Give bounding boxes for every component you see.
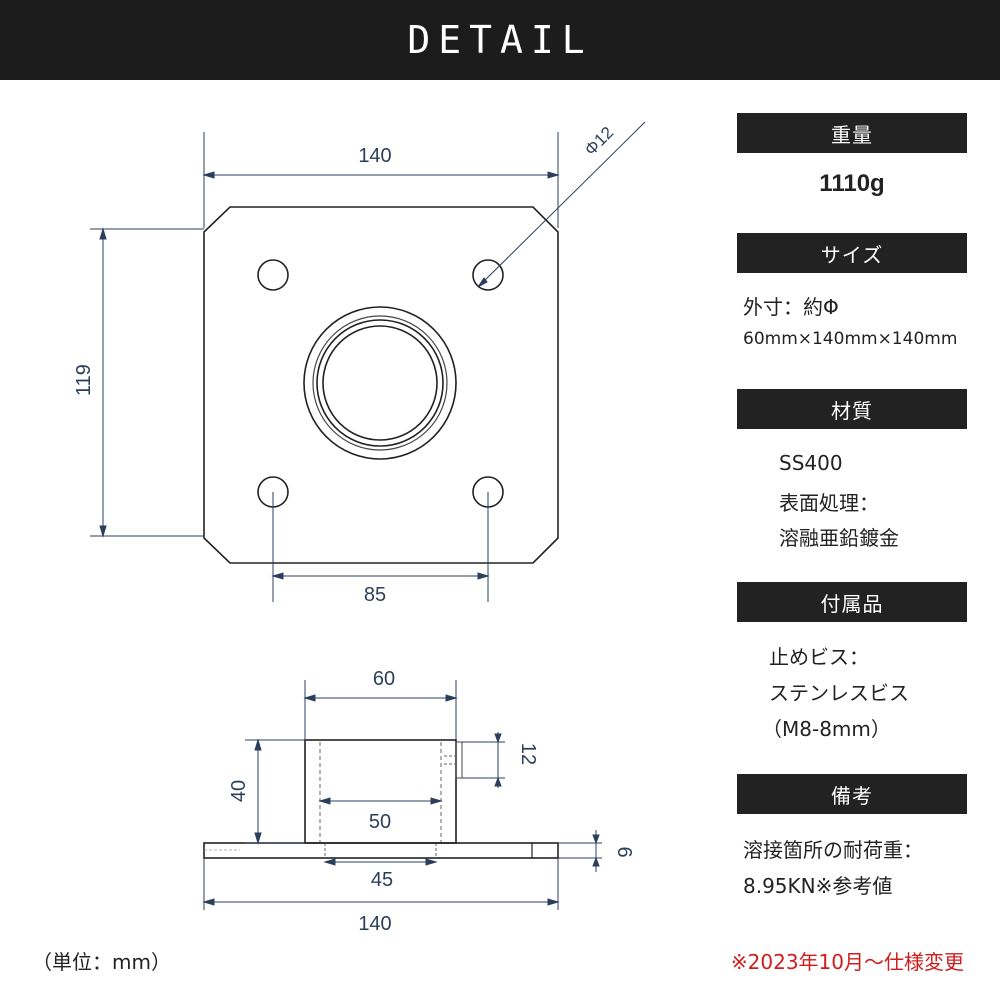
page-title: DETAIL [407, 18, 593, 62]
page-header: DETAIL [0, 0, 1000, 80]
unit-label: （単位：mm） [32, 950, 171, 974]
dim-top-width: 140 [358, 145, 391, 167]
dim-base-span: 45 [371, 869, 393, 891]
set-screw-boss [455, 741, 463, 779]
dim-hole-spacing: 85 [364, 584, 386, 606]
accessories-line2: ステンレスビス [769, 681, 909, 705]
notes-heading: 備考 [737, 774, 967, 814]
accessories-heading: 付属品 [737, 582, 967, 622]
technical-drawing: 140 119 85 Φ12 [73, 121, 646, 935]
size-line2: 60mm×140mm×140mm [743, 329, 958, 349]
side-view: 60 50 45 140 40 12 6 [202, 668, 635, 935]
bolt-hole [257, 259, 289, 291]
material-heading: 材質 [737, 389, 967, 429]
top-view: 140 119 85 Φ12 [73, 121, 646, 606]
dim-top-height: 119 [73, 364, 95, 396]
bolt-hole [472, 259, 504, 291]
size-heading: サイズ [737, 233, 967, 273]
material-line1: SS400 [779, 451, 843, 475]
pipe-outer-wall [316, 319, 444, 447]
base-plate-outline [203, 206, 559, 564]
pipe-weld-ring [312, 315, 448, 451]
dim-outer-diameter: 60 [373, 668, 395, 690]
dim-hole-diameter: Φ12 [581, 123, 617, 159]
pipe-outer-ring [303, 306, 457, 460]
weight-value: 1110g [819, 170, 885, 197]
weight-heading: 重量 [737, 113, 967, 153]
dim-slot: 12 [517, 743, 539, 765]
notes-line2: 8.95KN※参考値 [743, 874, 893, 898]
base-plate-side [203, 842, 559, 859]
pipe-inner-wall [322, 325, 438, 441]
dim-pipe-height: 40 [228, 780, 250, 802]
dim-inner-diameter: 50 [369, 811, 391, 833]
dim-plate-thickness: 6 [613, 846, 635, 857]
spec-change-note: ※2023年10月～仕様変更 [730, 950, 964, 974]
material-line3: 溶融亜鉛鍍金 [779, 526, 899, 550]
accessories-line3: （M8-8mm） [762, 717, 891, 741]
size-line1: 外寸：約Φ [743, 295, 839, 319]
dim-plate-width: 140 [358, 913, 391, 935]
material-line2: 表面処理： [779, 491, 879, 515]
accessories-line1: 止めビス： [769, 645, 869, 669]
notes-line1: 溶接箇所の耐荷重： [743, 838, 923, 862]
